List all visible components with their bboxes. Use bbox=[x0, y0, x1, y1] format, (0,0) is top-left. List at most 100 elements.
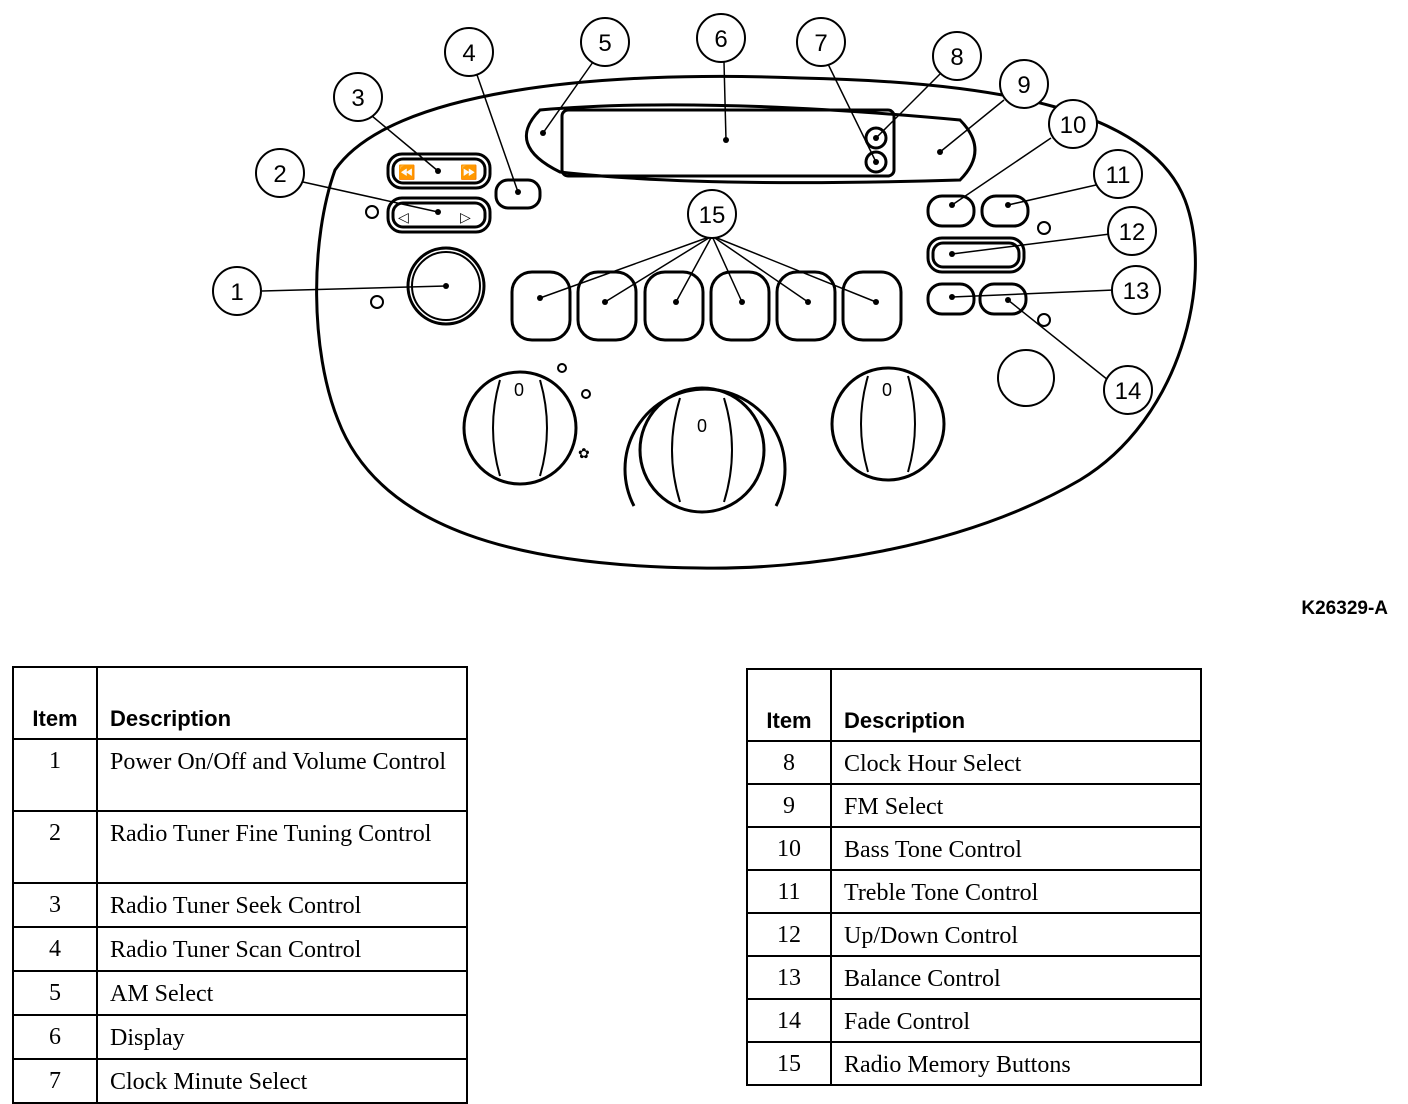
table-row: 10 Bass Tone Control bbox=[746, 826, 1202, 871]
svg-text:15: 15 bbox=[699, 202, 726, 229]
callout-1: 1 bbox=[212, 266, 262, 316]
item-number: 4 bbox=[12, 926, 98, 972]
figure-id: K26329-A bbox=[1301, 598, 1388, 619]
svg-text:8: 8 bbox=[950, 44, 963, 71]
svg-text:3: 3 bbox=[351, 85, 364, 112]
item-description: Fade Control bbox=[830, 998, 1202, 1043]
item-description: Radio Tuner Seek Control bbox=[96, 882, 468, 928]
item-number: 14 bbox=[746, 998, 832, 1043]
svg-text:1: 1 bbox=[230, 279, 243, 306]
item-description: Radio Memory Buttons bbox=[830, 1041, 1202, 1086]
item-header: Item bbox=[746, 668, 832, 742]
table-row: 12 Up/Down Control bbox=[746, 912, 1202, 957]
table-row: 2 Radio Tuner Fine Tuning Control bbox=[12, 810, 468, 884]
callout-4: 4 bbox=[444, 27, 494, 77]
item-number: 7 bbox=[12, 1058, 98, 1104]
svg-text:13: 13 bbox=[1123, 278, 1150, 305]
item-number: 2 bbox=[12, 810, 98, 884]
table-row: 3 Radio Tuner Seek Control bbox=[12, 882, 468, 928]
tune-down-icon: ◁ bbox=[398, 210, 409, 226]
power-volume-knob bbox=[406, 246, 486, 326]
item-description: Radio Tuner Fine Tuning Control bbox=[96, 810, 468, 884]
item-description: Power On/Off and Volume Control bbox=[96, 738, 468, 812]
balance-button bbox=[926, 282, 976, 316]
tune-up-icon: ▷ bbox=[460, 210, 471, 226]
bass-button bbox=[926, 194, 976, 228]
item-number: 12 bbox=[746, 912, 832, 957]
table-row: 1 Power On/Off and Volume Control bbox=[12, 738, 468, 812]
memory-button-3 bbox=[643, 270, 705, 342]
callout-7: 7 bbox=[796, 17, 846, 67]
clock-minute-button bbox=[864, 150, 888, 174]
svg-text:7: 7 bbox=[814, 30, 827, 57]
table-row: 8 Clock Hour Select bbox=[746, 740, 1202, 785]
description-header: Description bbox=[830, 668, 1202, 742]
mode-dial-mark: 0 bbox=[882, 380, 892, 400]
scan-button bbox=[494, 178, 542, 210]
fast-forward-icon: ⏩ bbox=[460, 164, 477, 181]
table-row: 4 Radio Tuner Scan Control bbox=[12, 926, 468, 972]
fan-dial bbox=[462, 363, 591, 486]
svg-text:9: 9 bbox=[1017, 72, 1030, 99]
fan-dial-mark: 0 bbox=[514, 380, 524, 400]
callout-8: 8 bbox=[932, 31, 982, 81]
panel-outline bbox=[315, 74, 1197, 570]
callout-3: 3 bbox=[333, 72, 383, 122]
item-description: Radio Tuner Scan Control bbox=[96, 926, 468, 972]
item-number: 13 bbox=[746, 955, 832, 1000]
table-row: 7 Clock Minute Select bbox=[12, 1058, 468, 1104]
item-number: 5 bbox=[12, 970, 98, 1016]
svg-text:12: 12 bbox=[1119, 219, 1146, 246]
memory-button-4 bbox=[709, 270, 771, 342]
item-description: Treble Tone Control bbox=[830, 869, 1202, 914]
table-row: 11 Treble Tone Control bbox=[746, 869, 1202, 914]
item-number: 3 bbox=[12, 882, 98, 928]
callout-9: 9 bbox=[999, 59, 1049, 109]
memory-button-6 bbox=[841, 270, 903, 342]
table-row: 15 Radio Memory Buttons bbox=[746, 1041, 1202, 1086]
callout-13: 13 bbox=[1111, 265, 1161, 315]
item-number: 6 bbox=[12, 1014, 98, 1060]
table-row: 9 FM Select bbox=[746, 783, 1202, 828]
item-description: Clock Minute Select bbox=[96, 1058, 468, 1104]
mode-dial bbox=[830, 366, 946, 482]
svg-text:6: 6 bbox=[714, 26, 727, 53]
item-description: Display bbox=[96, 1014, 468, 1060]
temp-dial-mark: 0 bbox=[697, 416, 707, 436]
svg-text:11: 11 bbox=[1106, 162, 1131, 189]
rewind-icon: ⏪ bbox=[398, 164, 415, 181]
svg-text:14: 14 bbox=[1115, 378, 1142, 405]
clock-hour-button bbox=[864, 126, 888, 150]
display-window bbox=[560, 108, 896, 178]
callout-2: 2 bbox=[255, 148, 305, 198]
item-description: Balance Control bbox=[830, 955, 1202, 1000]
table-row: 13 Balance Control bbox=[746, 955, 1202, 1000]
legend-table-right: Item Description 8 Clock Hour Select 9 F… bbox=[746, 668, 1202, 1086]
table-row: 14 Fade Control bbox=[746, 998, 1202, 1043]
display-housing bbox=[524, 103, 977, 185]
item-number: 11 bbox=[746, 869, 832, 914]
callout-12: 12 bbox=[1107, 206, 1157, 256]
callout-15: 15 bbox=[687, 189, 737, 239]
legend-table-left: Item Description 1 Power On/Off and Volu… bbox=[12, 666, 468, 1104]
treble-button bbox=[980, 194, 1030, 228]
temperature-dial bbox=[623, 386, 787, 514]
item-description: Bass Tone Control bbox=[830, 826, 1202, 871]
svg-text:10: 10 bbox=[1060, 112, 1087, 139]
item-number: 8 bbox=[746, 740, 832, 785]
svg-text:2: 2 bbox=[273, 161, 286, 188]
item-description: Clock Hour Select bbox=[830, 740, 1202, 785]
radio-panel-diagram: ⏪ ⏩ ◁ ▷ ✿ 0 0 0 bbox=[212, 13, 1197, 570]
tune-rocker bbox=[386, 196, 492, 234]
fan-icon: ✿ bbox=[578, 446, 590, 462]
up-down-rocker bbox=[926, 236, 1026, 274]
item-description: Up/Down Control bbox=[830, 912, 1202, 957]
svg-text:4: 4 bbox=[462, 40, 475, 67]
table-row: 6 Display bbox=[12, 1014, 468, 1060]
svg-text:5: 5 bbox=[598, 30, 611, 57]
item-header: Item bbox=[12, 666, 98, 740]
seek-rocker bbox=[386, 152, 492, 190]
callout-10: 10 bbox=[1048, 99, 1098, 149]
fade-button bbox=[978, 282, 1028, 316]
description-header: Description bbox=[96, 666, 468, 740]
